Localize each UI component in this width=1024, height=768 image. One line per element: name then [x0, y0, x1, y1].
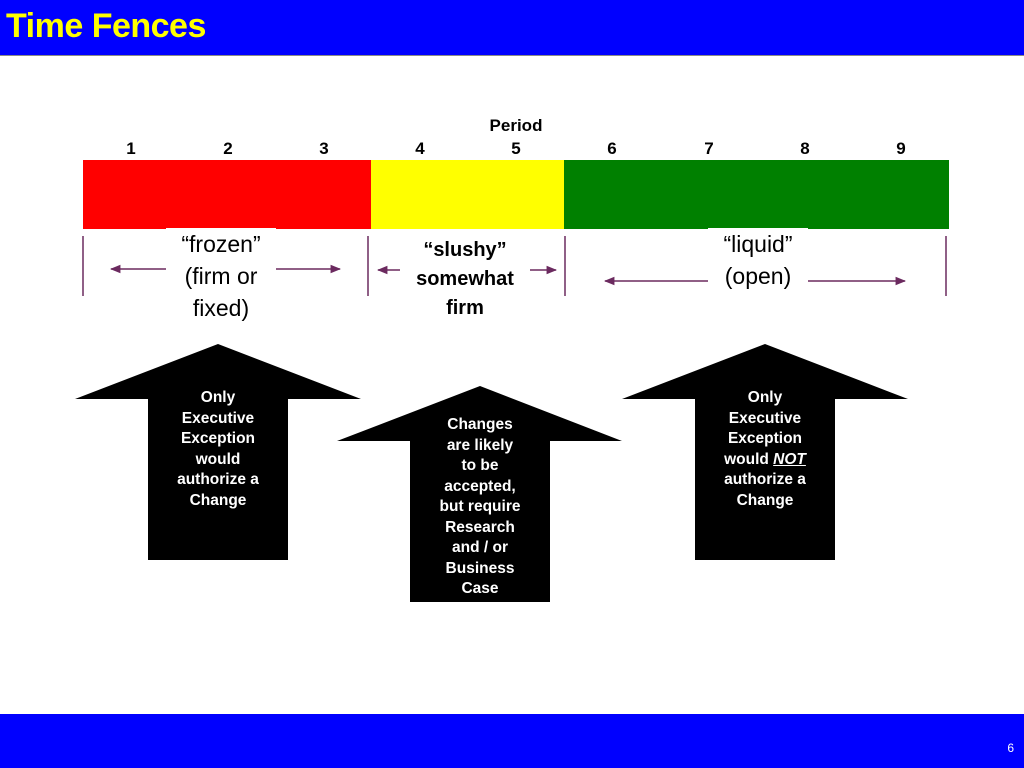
- frozen-policy-text: Only Executive Exception would authorize…: [148, 388, 288, 511]
- frozen-zone-band: [83, 160, 371, 229]
- slushy-zone-label-line: “slushy”: [423, 239, 507, 261]
- period-tick-8: 8: [800, 139, 810, 158]
- slushy-policy-line: to be: [461, 457, 499, 474]
- slide-title: Time Fences: [6, 7, 206, 45]
- frozen-zone-label-line: “frozen”: [181, 231, 261, 257]
- liquid-policy-line: Exception: [727, 430, 803, 447]
- slushy-zone-label: “slushy” somewhat firm: [404, 236, 526, 323]
- period-tick-7: 7: [704, 139, 714, 158]
- liquid-policy-line: Executive: [728, 409, 802, 427]
- liquid-policy-text: Only Executive Exception would NOT autho…: [695, 388, 835, 511]
- liquid-policy-up-arrow: [622, 344, 908, 560]
- frozen-zone-label: “frozen” (firm or fixed): [166, 228, 276, 324]
- period-tick-1: 1: [126, 139, 136, 158]
- title-bar: Time Fences: [0, 0, 1024, 55]
- slushy-policy-line: accepted,: [444, 477, 516, 495]
- slushy-policy-line: Changes: [447, 416, 513, 433]
- liquid-zone-band: [564, 160, 949, 229]
- period-tick-5: 5: [511, 139, 521, 158]
- slushy-zone-label-line: firm: [446, 297, 484, 319]
- period-axis-label: Period: [489, 116, 543, 135]
- slushy-policy-line: Case: [461, 580, 499, 597]
- not-emphasis: NOT: [773, 450, 806, 468]
- slushy-policy-line: but require: [439, 498, 521, 515]
- frozen-policy-line: authorize a: [177, 471, 259, 488]
- slushy-zone-label-line: somewhat: [416, 268, 514, 290]
- liquid-policy-prefix: would: [724, 450, 774, 468]
- frozen-policy-line: Executive: [181, 409, 255, 427]
- footer-bar: 6: [0, 714, 1024, 768]
- slushy-policy-line: Business: [445, 559, 515, 577]
- period-tick-3: 3: [319, 139, 329, 158]
- liquid-zone-label: “liquid” (open): [708, 228, 808, 292]
- liquid-policy-line: Only: [747, 389, 783, 406]
- period-tick-9: 9: [896, 139, 906, 158]
- frozen-policy-line: Exception: [180, 430, 256, 447]
- slushy-policy-up-arrow: [337, 386, 622, 602]
- slushy-policy-line: are likely: [446, 436, 514, 454]
- frozen-policy-up-arrow: [75, 344, 361, 560]
- slushy-policy-line: and / or: [452, 539, 508, 556]
- frozen-policy-line: Only: [200, 389, 236, 406]
- frozen-zone-label-line: fixed): [192, 295, 250, 321]
- frozen-policy-line: would: [195, 450, 241, 468]
- period-tick-4: 4: [415, 139, 425, 158]
- period-tick-2: 2: [223, 139, 233, 158]
- liquid-policy-line: authorize a: [724, 471, 806, 488]
- frozen-zone-label-line: (firm or: [184, 263, 258, 289]
- liquid-zone-label-line: “liquid”: [723, 231, 793, 257]
- liquid-policy-line: Change: [736, 491, 794, 509]
- slushy-policy-text: Changes are likely to be accepted, but r…: [410, 415, 550, 600]
- period-tick-6: 6: [607, 139, 617, 158]
- slushy-policy-line: Research: [445, 518, 515, 536]
- liquid-zone-label-line: (open): [724, 263, 792, 289]
- slushy-zone-band: [371, 160, 564, 229]
- page-number: 6: [1007, 741, 1014, 755]
- title-bar-divider: [0, 55, 1024, 56]
- liquid-policy-line: would NOT: [695, 450, 835, 471]
- frozen-policy-line: Change: [189, 491, 247, 509]
